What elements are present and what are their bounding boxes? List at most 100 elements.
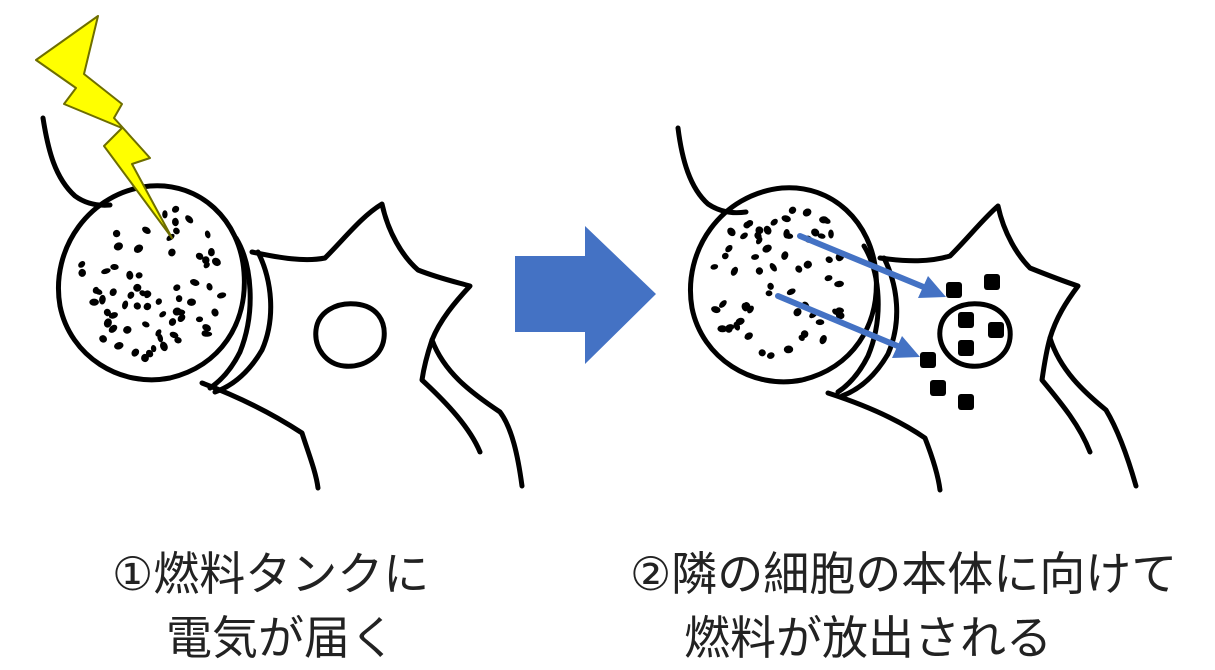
vesicle-dot [763,225,772,235]
transmitter-square [984,274,1000,290]
vesicle-dot [767,282,774,290]
vesicle-dot [177,314,186,323]
caption-step-1: ①燃料タンクに 電気が届く [112,542,429,670]
transmitter-square [988,322,1004,338]
vesicle-dot [133,244,144,253]
lightning-bolt-icon [35,15,173,239]
vesicle-dot [730,266,739,276]
vesicle-dot [819,216,829,224]
blue-arrow-icon [775,293,903,350]
vesicle-dot [717,325,728,333]
vesicle-dot [788,206,797,214]
caption-step-1-line-2: 電気が届く [166,611,396,665]
vesicle-dot [108,312,118,319]
axon-line [40,115,113,208]
vesicles-left [78,205,227,363]
transmitter-square [920,352,936,368]
vesicle-dot [103,308,111,317]
caption-step-2-line-2: 燃料が放出される [684,611,1052,665]
vesicle-dot [795,265,803,273]
nucleus-2 [937,301,1013,369]
vesicle-dot [781,215,791,223]
vesicle-dot [139,290,147,297]
vesicle-dot [175,309,186,316]
vesicle-dot [710,264,719,270]
right-arrow-icon [515,226,656,364]
vesicle-dot [126,270,134,280]
blue-arrowhead [892,336,920,358]
transmitter-square [930,380,946,396]
vesicle-dot [747,305,754,314]
vesicles-right [710,206,845,359]
vesicle-dot [142,226,151,234]
vesicle-dot [187,298,196,306]
caption-step-2: ②隣の細胞の本体に向けて 燃料が放出される [630,542,1177,670]
vesicle-dot [781,251,789,260]
vesicle-dot [755,236,763,245]
vesicle-dot [202,331,213,337]
vesicle-dot [99,335,107,343]
vesicle-dot [168,248,176,257]
vesicle-dot [162,210,168,219]
vesicle-dot [175,295,183,303]
axon-terminal-2 [688,185,879,385]
transmitter-square [946,282,962,298]
axon-line-2 [675,125,749,216]
synaptic-membrane-2 [212,249,274,395]
vesicle-dot [141,353,149,363]
neuron-body-lower-2 [825,390,943,493]
nucleus [313,301,387,369]
blue-arrowhead [918,276,946,298]
vesicle-dot [195,252,204,260]
vesicle-dot [168,318,177,326]
neuron-body-2 [877,203,1139,489]
vesicle-dot [171,217,179,227]
vesicle-dot [835,307,844,314]
vesicle-dot [112,229,121,238]
caption-step-1-line-1: ①燃料タンクに [112,547,430,601]
vesicle-dot [765,290,773,297]
vesicle-dot [783,345,794,354]
vesicle-dot [725,244,733,253]
vesicle-dot [711,306,721,314]
vesicle-dot [78,268,87,277]
vesicle-dot [101,268,111,275]
vesicle-dot [743,221,751,229]
vesicle-dot [99,294,106,305]
vesicle-dot [144,291,151,299]
blue-arrow-icon [797,233,929,291]
vesicle-dot [793,308,802,317]
vesicle-dot [770,218,778,226]
vesicle-dot [131,348,140,357]
panel-step-1 [40,115,525,491]
vesicle-dot [150,345,157,353]
axon-terminal [56,183,247,383]
neuron-body [249,201,525,489]
synaptic-membrane-1 [207,235,253,391]
vesicle-dot [828,229,834,239]
vesicle-dot [803,260,812,269]
vesicle-dot [143,302,152,311]
released-neurotransmitters [920,274,1004,410]
vesicle-dot [208,248,215,257]
vesicle-dot [108,324,118,333]
vesicle-dot [211,308,219,317]
transmitter-square [958,394,974,410]
vesicle-dot [173,227,180,235]
vesicle-dot [786,288,796,296]
vesicle-dot [133,302,141,310]
vesicle-dot [819,335,827,345]
vesicle-dot [811,228,820,237]
vesicle-dot [825,256,833,263]
neuron-dendrite-2 [1039,335,1093,455]
vesicle-dot [824,275,833,282]
vesicle-dot [89,298,99,306]
vesicle-dot [769,263,777,272]
vesicle-dot [211,257,221,267]
vesicle-dot [109,288,117,297]
vesicle-dot [719,300,727,308]
vesicle-dot [122,300,129,310]
vesicle-dot [758,349,766,357]
vesicle-dot [204,230,211,239]
transmitter-square [958,340,974,356]
